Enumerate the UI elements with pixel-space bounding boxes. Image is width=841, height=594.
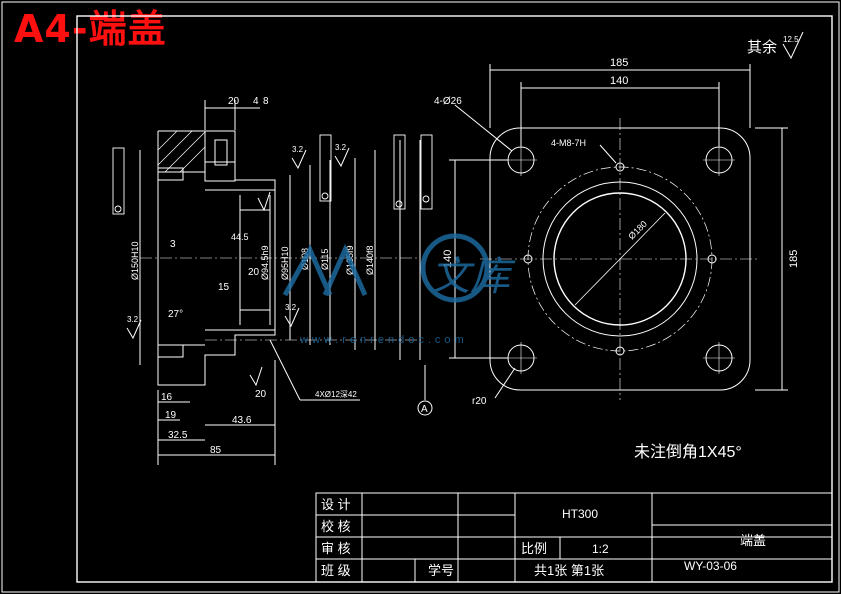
- dim-text: 19: [165, 410, 177, 421]
- tolerance-frames: [112, 134, 433, 215]
- roughness-text: 3.2: [292, 145, 304, 154]
- roughness-symbol: [126, 319, 142, 340]
- dim-text: 20: [255, 389, 267, 400]
- scale-label: 比例: [521, 541, 547, 556]
- dim-text: 32.5: [168, 430, 188, 441]
- dim-text: 8: [263, 96, 269, 107]
- title-block-labels: 设 计 校 核 审 核 班 级 学号 HT300 比例 1:2 端盖 共1张 第…: [321, 497, 766, 578]
- dim-text: 43.6: [232, 415, 252, 426]
- row-label-check: 校 核: [321, 519, 351, 534]
- dim-text: 20: [228, 96, 240, 107]
- surface-finish-value: 12.5: [783, 35, 799, 44]
- hatch-top: [157, 130, 206, 173]
- sheet-info: 共1张 第1张: [534, 563, 604, 578]
- diameter-text: Ø150H10: [130, 241, 140, 280]
- diameter-text: Ø95H10: [280, 246, 290, 280]
- dim-text: 27°: [168, 309, 183, 320]
- title-block: [315, 492, 833, 583]
- watermark: 文库 www.renrendoc.com: [282, 233, 516, 346]
- dim-text: 15: [218, 282, 230, 293]
- roughness-text: 3.2: [285, 303, 297, 312]
- scale-value: 1:2: [592, 542, 609, 556]
- row-label-review: 审 核: [321, 541, 351, 556]
- roughness-symbol: [257, 191, 271, 212]
- part-name: 端盖: [740, 533, 766, 548]
- dim-width-outer: 185: [610, 57, 628, 69]
- diameter-text: Ø140f8: [365, 245, 375, 275]
- watermark-sub: www.renrendoc.com: [299, 334, 468, 346]
- datum-label: A: [421, 404, 428, 415]
- surface-finish-symbol: 12.5: [782, 31, 804, 60]
- side-view: [449, 64, 788, 400]
- side-view-labels: 185 140 185 140 4-Ø26 4-M8-7H Ø180 r20: [434, 57, 800, 407]
- hole-callout: 4-Ø26: [434, 96, 462, 107]
- row-label-design: 设 计: [321, 497, 351, 512]
- dim-text: 4: [253, 96, 259, 107]
- roughness-symbol: [249, 366, 263, 387]
- dim-width-inner: 140: [610, 75, 628, 87]
- diameter-text: Ø94.5h9: [260, 245, 270, 280]
- dim-text: 85: [210, 445, 222, 456]
- row-label-class: 班 级: [321, 563, 351, 578]
- roughness-symbol: [291, 149, 307, 170]
- chamfer-note: 未注倒角1X45°: [634, 443, 742, 461]
- dim-text: 20: [248, 267, 260, 278]
- dim-height-inner: 140: [442, 250, 454, 268]
- watermark-main: 文库: [430, 254, 516, 300]
- thread-callout: 4-M8-7H: [551, 138, 586, 148]
- student-no-label: 学号: [428, 563, 454, 578]
- roughness-text: 3.2: [335, 143, 347, 152]
- diameter-text: Ø115: [320, 249, 330, 270]
- roughness-symbol: [334, 147, 350, 168]
- material: HT300: [562, 507, 598, 521]
- drawing-no: WY-03-06: [684, 559, 737, 573]
- surface-finish-note: 其余: [747, 38, 777, 56]
- pcd-callout: Ø180: [626, 219, 649, 242]
- dim-text: 16: [161, 392, 173, 403]
- hole-note: 4XØ12深42: [315, 390, 357, 399]
- corner-radius: r20: [472, 396, 487, 407]
- dim-text: 3: [170, 239, 176, 250]
- roughness-symbol: [284, 307, 300, 328]
- dim-text: 44.5: [231, 232, 249, 242]
- roughness-text: 3.2: [127, 315, 139, 324]
- dim-height-outer: 185: [788, 250, 800, 268]
- section-view: [139, 100, 433, 465]
